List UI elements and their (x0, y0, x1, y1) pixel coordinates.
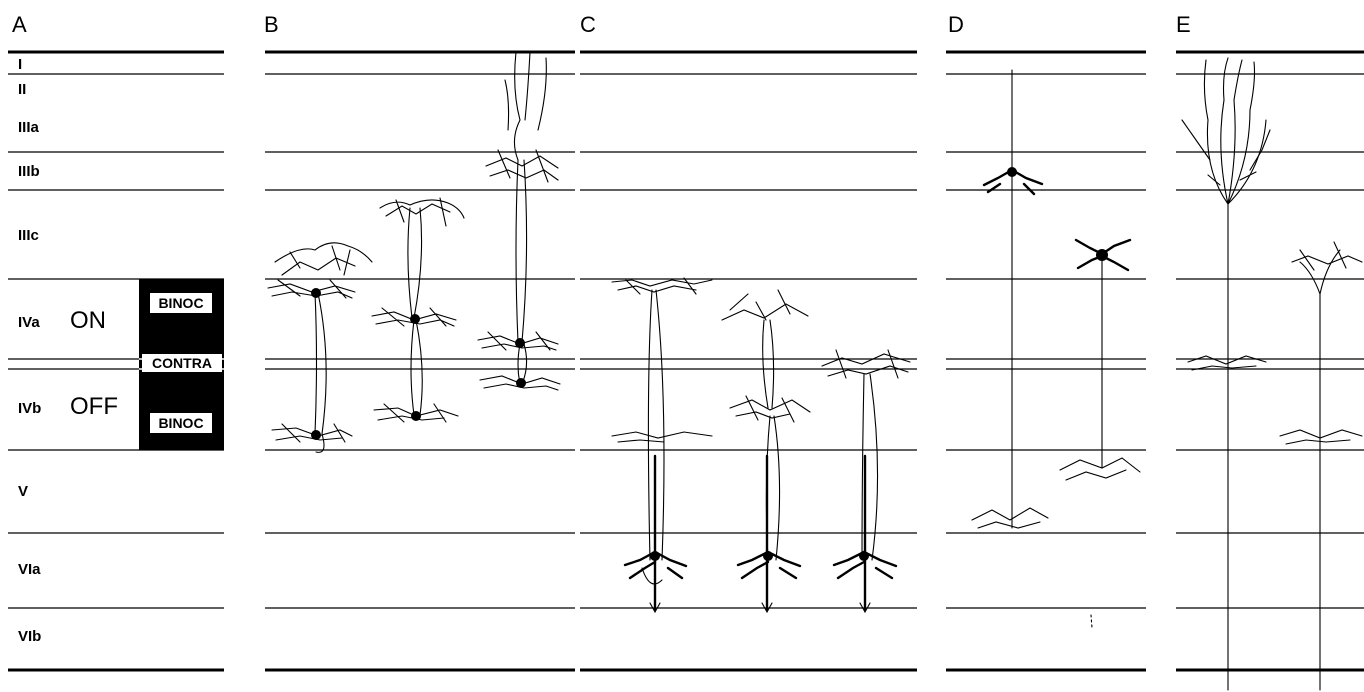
panel-b-neuron-1 (267, 242, 373, 453)
panel-e-neuron-1 (1181, 57, 1271, 691)
panel-c-boundaries (580, 50, 917, 672)
panel-c-label: C (580, 12, 596, 37)
layer-label-v: V (18, 483, 28, 500)
contra-tag (142, 354, 222, 372)
layer-label-ivb: IVb (18, 400, 41, 417)
panel-c-neuron-1 (611, 277, 713, 614)
panel-d-boundaries (946, 50, 1146, 672)
panel-e-boundaries (1176, 50, 1364, 672)
binoc-bottom-tag (150, 413, 212, 433)
panel-d-label: D (948, 12, 964, 37)
layer-label-iiib: IIIb (18, 163, 40, 180)
panel-b-neuron-3 (477, 51, 561, 391)
layer-label-ii: II (18, 81, 26, 98)
panel-c-neuron-3 (821, 349, 911, 614)
panel-b-boundaries (265, 50, 575, 672)
binoc-bottom-label: BINOC (158, 415, 203, 431)
binoc-top-label: BINOC (158, 295, 203, 311)
off-pathway-label: OFF (70, 393, 118, 420)
layer-label-vib: VIb (18, 628, 41, 645)
panel-e-label: E (1176, 12, 1191, 37)
on-pathway-label: ON (70, 307, 106, 334)
contra-label: CONTRA (152, 355, 212, 371)
layer-label-iva: IVa (18, 314, 40, 331)
panel-d-neuron-2 (1059, 238, 1141, 629)
layer-label-i: I (18, 56, 22, 73)
panel-b-neuron-2 (371, 197, 465, 423)
binoc-top-tag (150, 293, 212, 313)
panel-b-label: B (264, 12, 279, 37)
layer-label-iiic: IIIc (18, 227, 39, 244)
layer-label-via: VIa (18, 561, 41, 578)
layer-label-iiia: IIIa (18, 119, 40, 136)
panel-e-neuron-2 (1279, 241, 1363, 691)
panel-d-neuron-1 (971, 69, 1049, 529)
panel-a-label: A (12, 12, 27, 37)
panel-a-boundaries (8, 50, 224, 672)
panel-c-neuron-2 (721, 289, 811, 614)
